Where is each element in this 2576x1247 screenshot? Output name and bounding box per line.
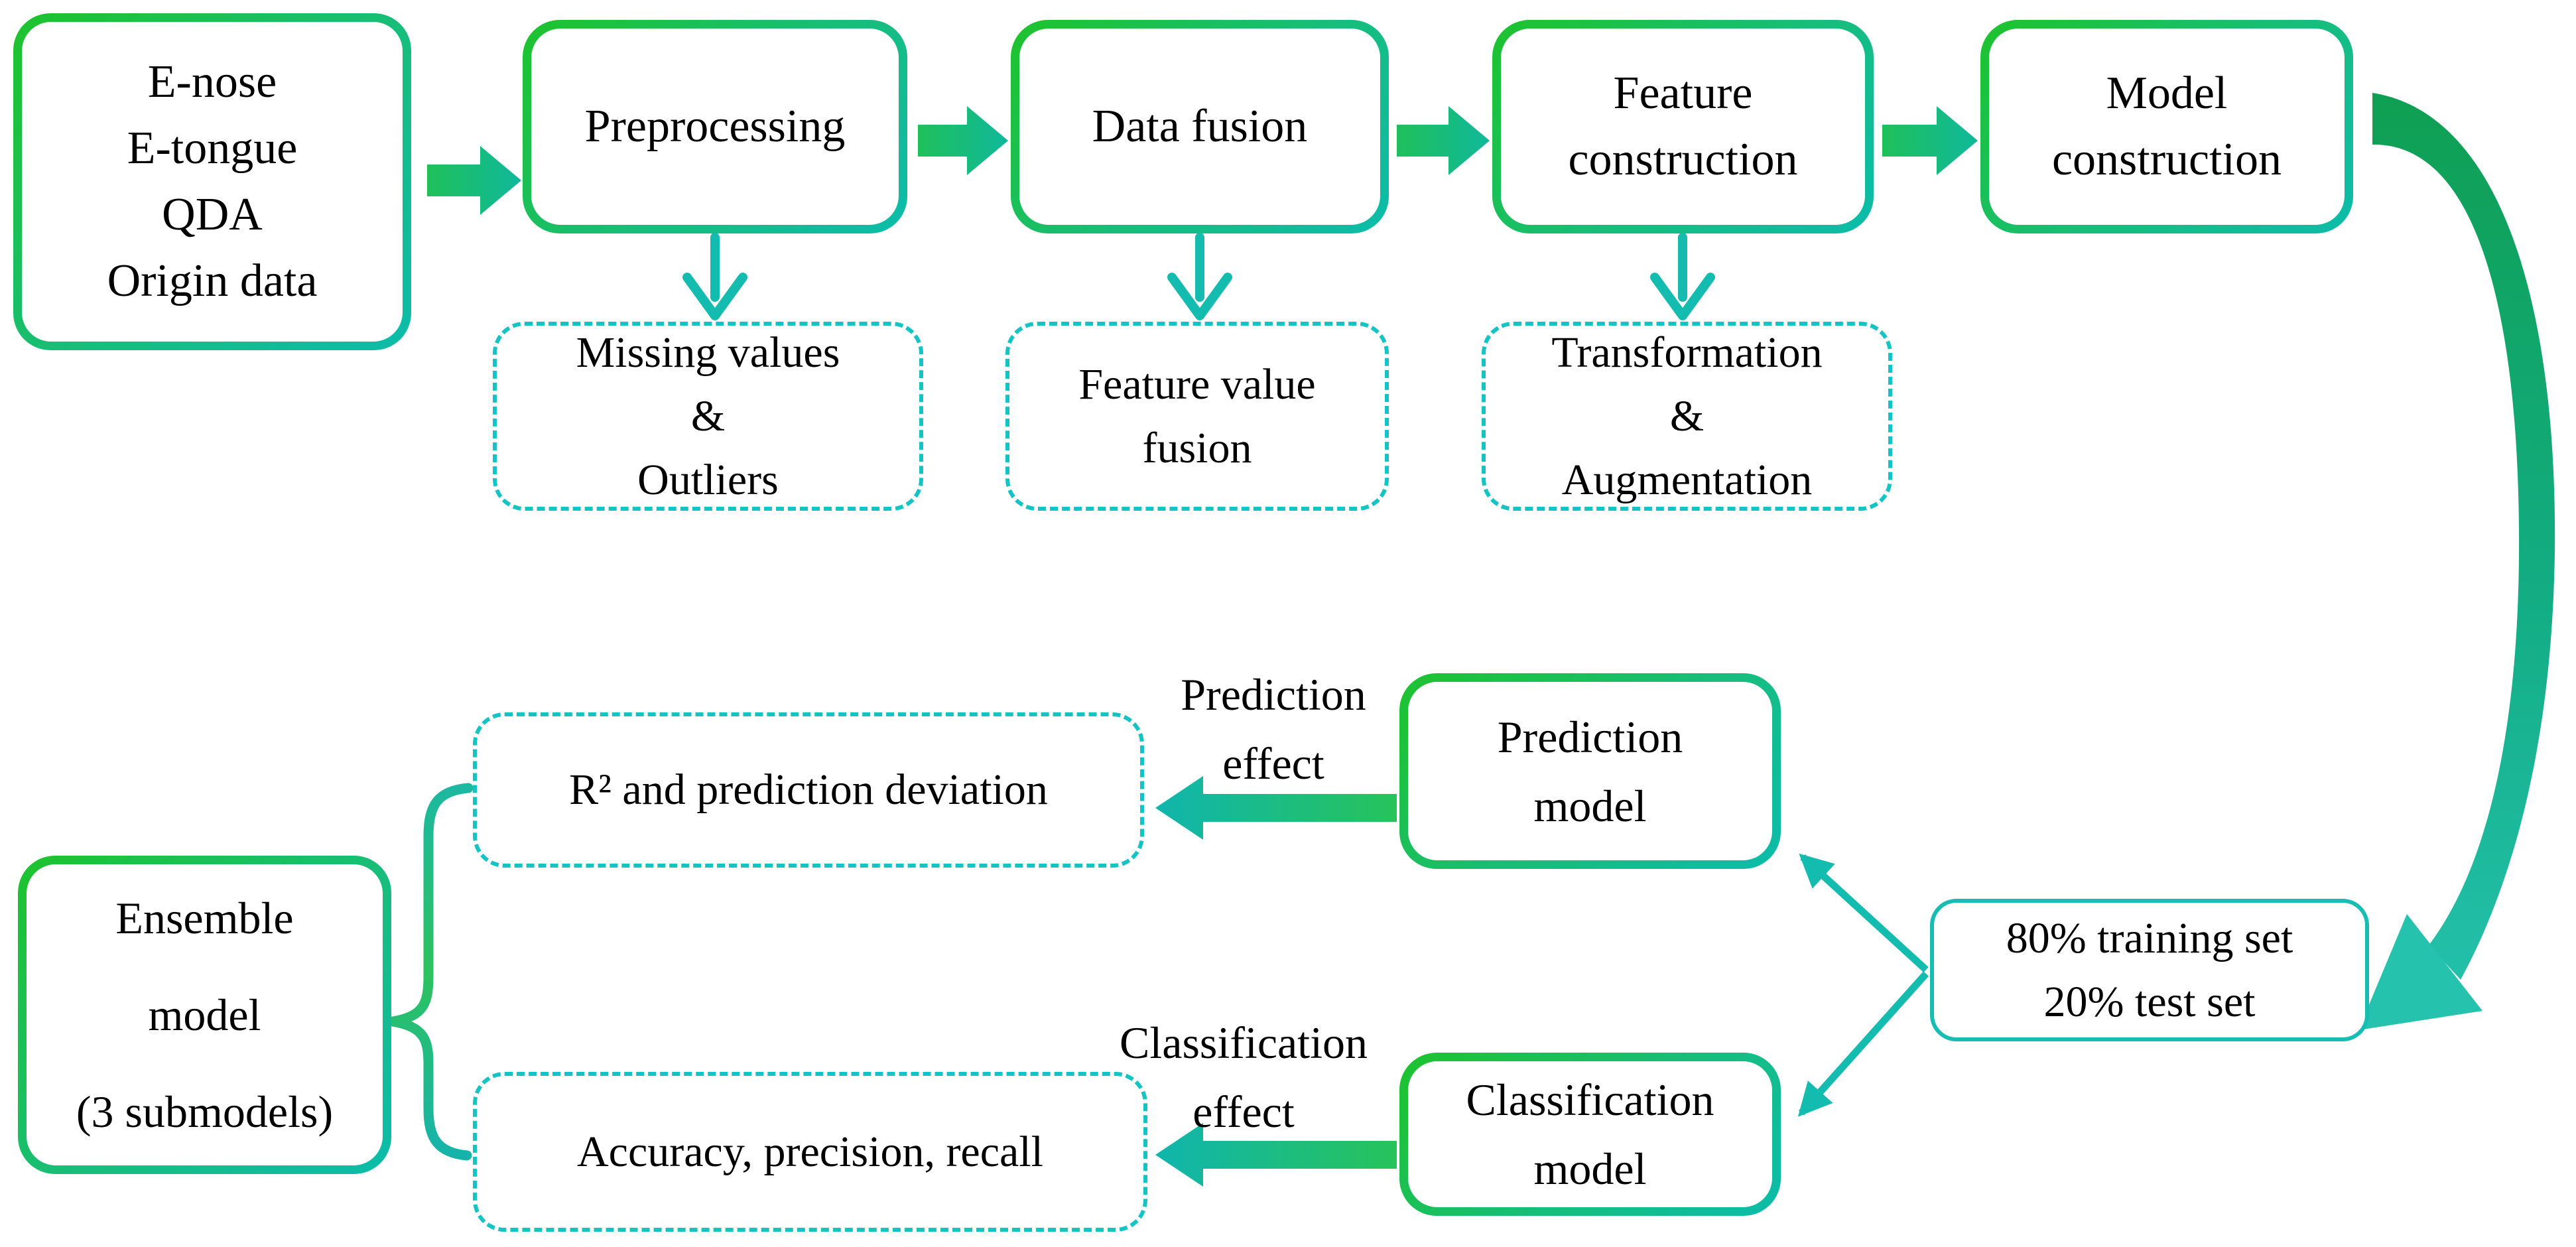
detail-line: Missing values [576, 328, 840, 377]
source-line: QDA [162, 189, 263, 240]
node-prediction-model: Prediction model [1399, 673, 1781, 869]
detail-line: fusion [1142, 423, 1252, 472]
detail-preprocessing: Missing values & Outliers [493, 322, 923, 511]
node-label-line: Model [2106, 68, 2228, 119]
node-source-data: E-nose E-tongue QDA Origin data [13, 13, 411, 350]
node-label-line: Prediction [1497, 711, 1683, 762]
node-label-line: model [1533, 1144, 1647, 1194]
arrow-split-to-prediction-model [1799, 853, 1929, 973]
detail-line: Feature value [1078, 360, 1316, 409]
node-label-line: construction [1568, 134, 1798, 185]
node-classification-model: Classification model [1399, 1053, 1781, 1216]
node-label-line: Feature [1613, 68, 1753, 119]
node-label-line: construction [2051, 134, 2282, 185]
source-line: Origin data [107, 255, 318, 306]
node-train-test-split: 80% training set 20% test set [1930, 899, 2369, 1041]
detail-line: Outliers [637, 455, 779, 504]
source-line: E-nose [147, 56, 277, 107]
arrow-model-construction-to-split [2372, 93, 2555, 980]
arrow-source-to-preprocessing [427, 146, 521, 215]
node-ensemble-model: Ensemble model (3 submodels) [18, 856, 391, 1174]
node-feature-construction: Feature construction [1492, 20, 1874, 233]
arrow-data-fusion-to-feature-construction [1397, 106, 1490, 175]
arrow-preprocessing-down [682, 233, 747, 320]
node-preprocessing: Preprocessing [523, 20, 907, 233]
split-line: 80% training set [2006, 913, 2293, 962]
node-data-fusion: Data fusion [1011, 20, 1389, 233]
arrow-feature-construction-down [1650, 233, 1715, 320]
arrow-data-fusion-down [1167, 233, 1232, 320]
node-label-line: Classification [1466, 1075, 1714, 1125]
source-line: E-tongue [127, 123, 298, 174]
detail-line: Augmentation [1561, 455, 1813, 504]
detail-feature-construction: Transformation & Augmentation [1482, 322, 1892, 511]
node-label-line: model [1533, 780, 1647, 831]
detail-line: & [690, 391, 726, 440]
arrow-preprocessing-to-data-fusion [918, 106, 1008, 175]
arrow-feature-construction-to-model-construction [1882, 106, 1978, 175]
detail-data-fusion: Feature value fusion [1005, 322, 1389, 511]
node-label: Preprocessing [584, 101, 846, 152]
node-label-line: Ensemble [115, 893, 294, 943]
label-line: effect [1192, 1086, 1295, 1137]
label-line: Classification [1120, 1017, 1368, 1068]
detail-line: & [1669, 391, 1705, 440]
metrics-prediction: R² and prediction deviation [473, 712, 1144, 868]
node-label-line: (3 submodels) [76, 1086, 334, 1137]
metrics-text: R² and prediction deviation [569, 765, 1048, 814]
detail-line: Transformation [1551, 328, 1823, 377]
label-line: effect [1222, 738, 1324, 789]
node-label: Data fusion [1092, 101, 1308, 152]
node-model-construction: Model construction [1980, 20, 2353, 233]
split-line: 20% test set [2043, 977, 2256, 1026]
arrow-swoosh-head [2358, 914, 2482, 1030]
ensemble-brace [387, 783, 474, 1161]
label-line: Prediction [1181, 669, 1366, 720]
metrics-text: Accuracy, precision, recall [577, 1127, 1043, 1176]
label-prediction-effect: Prediction effect [1141, 660, 1406, 798]
label-classification-effect: Classification effect [1088, 1008, 1399, 1146]
metrics-classification: Accuracy, precision, recall [473, 1072, 1147, 1232]
arrow-split-to-classification-model [1797, 971, 1929, 1117]
node-label-line: model [148, 990, 261, 1040]
